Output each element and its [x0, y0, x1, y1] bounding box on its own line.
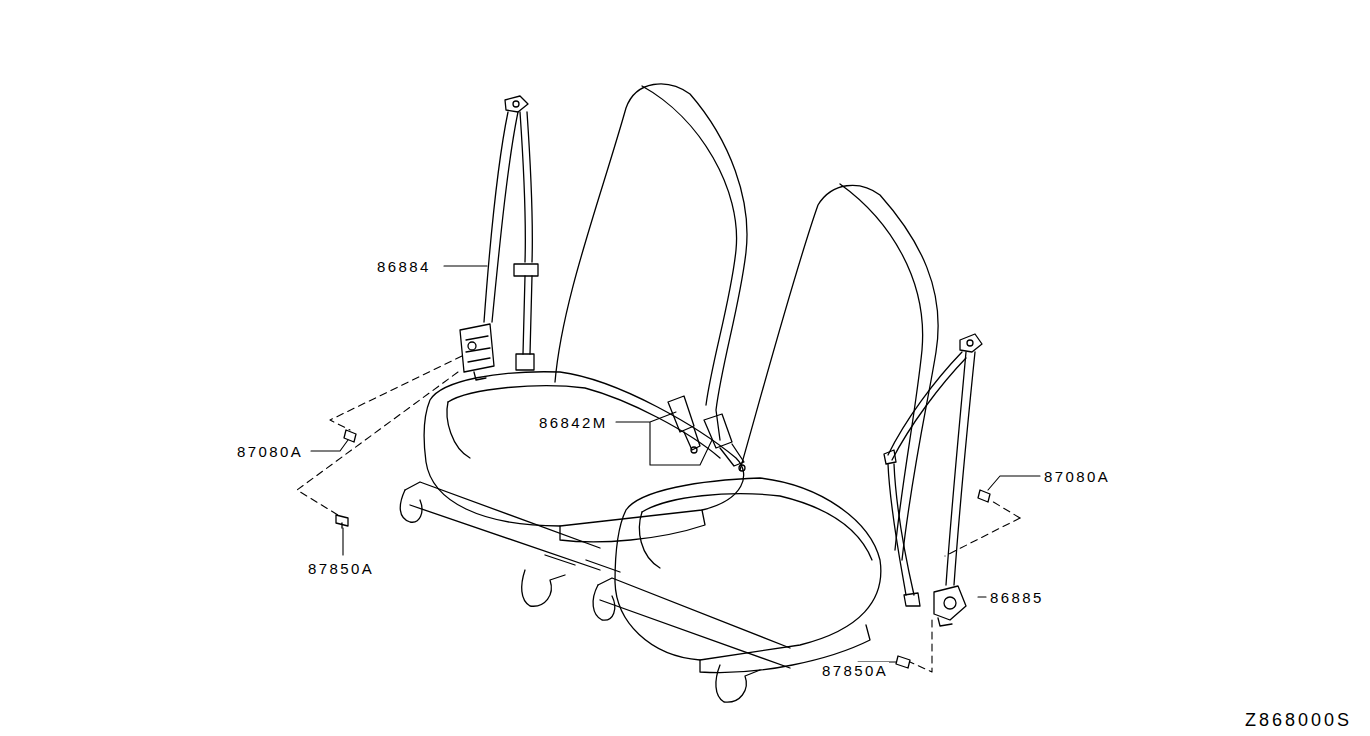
line-art: [954, 352, 975, 585]
line-art: [523, 276, 532, 354]
line-art: [988, 476, 1040, 490]
line-art: [410, 505, 600, 570]
line-art: [444, 265, 487, 266]
line-art: [522, 570, 565, 606]
line-art: [960, 334, 982, 352]
line-art: [740, 185, 938, 560]
line-art: [460, 324, 494, 372]
line-art: [330, 356, 462, 430]
line-art: [904, 593, 920, 606]
line-art: [616, 412, 712, 465]
callout-number: 86842M: [538, 414, 609, 431]
line-art: [615, 478, 881, 660]
right-seat: [586, 184, 938, 702]
line-art: [720, 444, 744, 466]
line-art: [642, 86, 737, 405]
drawing-number: Z868000S: [1244, 710, 1353, 730]
line-art: [840, 184, 923, 550]
callout-number: 86885: [989, 589, 1045, 606]
line-art: [505, 96, 528, 112]
left-seat-belt: [460, 96, 538, 380]
line-art: [342, 528, 343, 555]
line-art: [586, 560, 620, 572]
line-art: [739, 465, 745, 471]
line-art: [448, 386, 720, 458]
line-art: [484, 112, 508, 322]
line-art: [297, 372, 458, 515]
right-seat-belt: [884, 334, 982, 626]
line-art: [474, 372, 486, 380]
line-art: [492, 112, 518, 322]
line-art: [520, 112, 525, 262]
line-art: [598, 578, 790, 648]
line-art: [516, 354, 534, 370]
left-seat: [400, 84, 747, 606]
callout-number: 87850A: [307, 560, 375, 577]
line-art: [344, 430, 356, 442]
line-art: [527, 112, 532, 262]
line-art: [514, 264, 538, 276]
line-art: [424, 372, 744, 526]
bolts: [336, 430, 990, 668]
line-art: [894, 464, 914, 595]
line-art: [884, 450, 896, 464]
line-art: [400, 490, 422, 522]
line-art: [691, 447, 697, 453]
line-art: [888, 352, 962, 455]
line-art: [555, 84, 747, 440]
line-art: [944, 597, 956, 609]
line-art: [910, 620, 932, 672]
line-art: [560, 510, 705, 542]
line-art: [888, 464, 906, 595]
line-art: [513, 101, 519, 107]
line-art: [978, 596, 986, 597]
line-art: [716, 665, 760, 702]
callout-number: 87080A: [236, 443, 304, 460]
line-art: [704, 414, 732, 448]
line-art: [311, 440, 348, 451]
line-art: [892, 358, 966, 460]
line-art: [600, 600, 790, 668]
line-art: [967, 340, 973, 346]
line-art: [639, 512, 660, 568]
line-art: [466, 336, 490, 362]
line-art: [545, 555, 575, 565]
dashed-mounting-lines: [297, 356, 1020, 672]
line-art: [336, 515, 348, 528]
line-art: [684, 428, 700, 450]
line-art: [990, 500, 1020, 518]
line-art: [934, 586, 966, 620]
line-art: [938, 618, 952, 626]
line-art: [945, 518, 1020, 556]
line-art: [978, 490, 990, 502]
line-art: [593, 585, 615, 620]
callout-number: 86884: [376, 258, 432, 275]
callout-number: 87850A: [821, 662, 889, 679]
buckles: [668, 396, 745, 471]
line-art: [468, 342, 476, 350]
leader-lines: [311, 266, 1040, 662]
line-art: [896, 656, 910, 668]
line-art: [405, 482, 600, 548]
line-art: [642, 494, 872, 560]
callout-number: 87080A: [1043, 468, 1111, 485]
line-art: [447, 402, 470, 458]
